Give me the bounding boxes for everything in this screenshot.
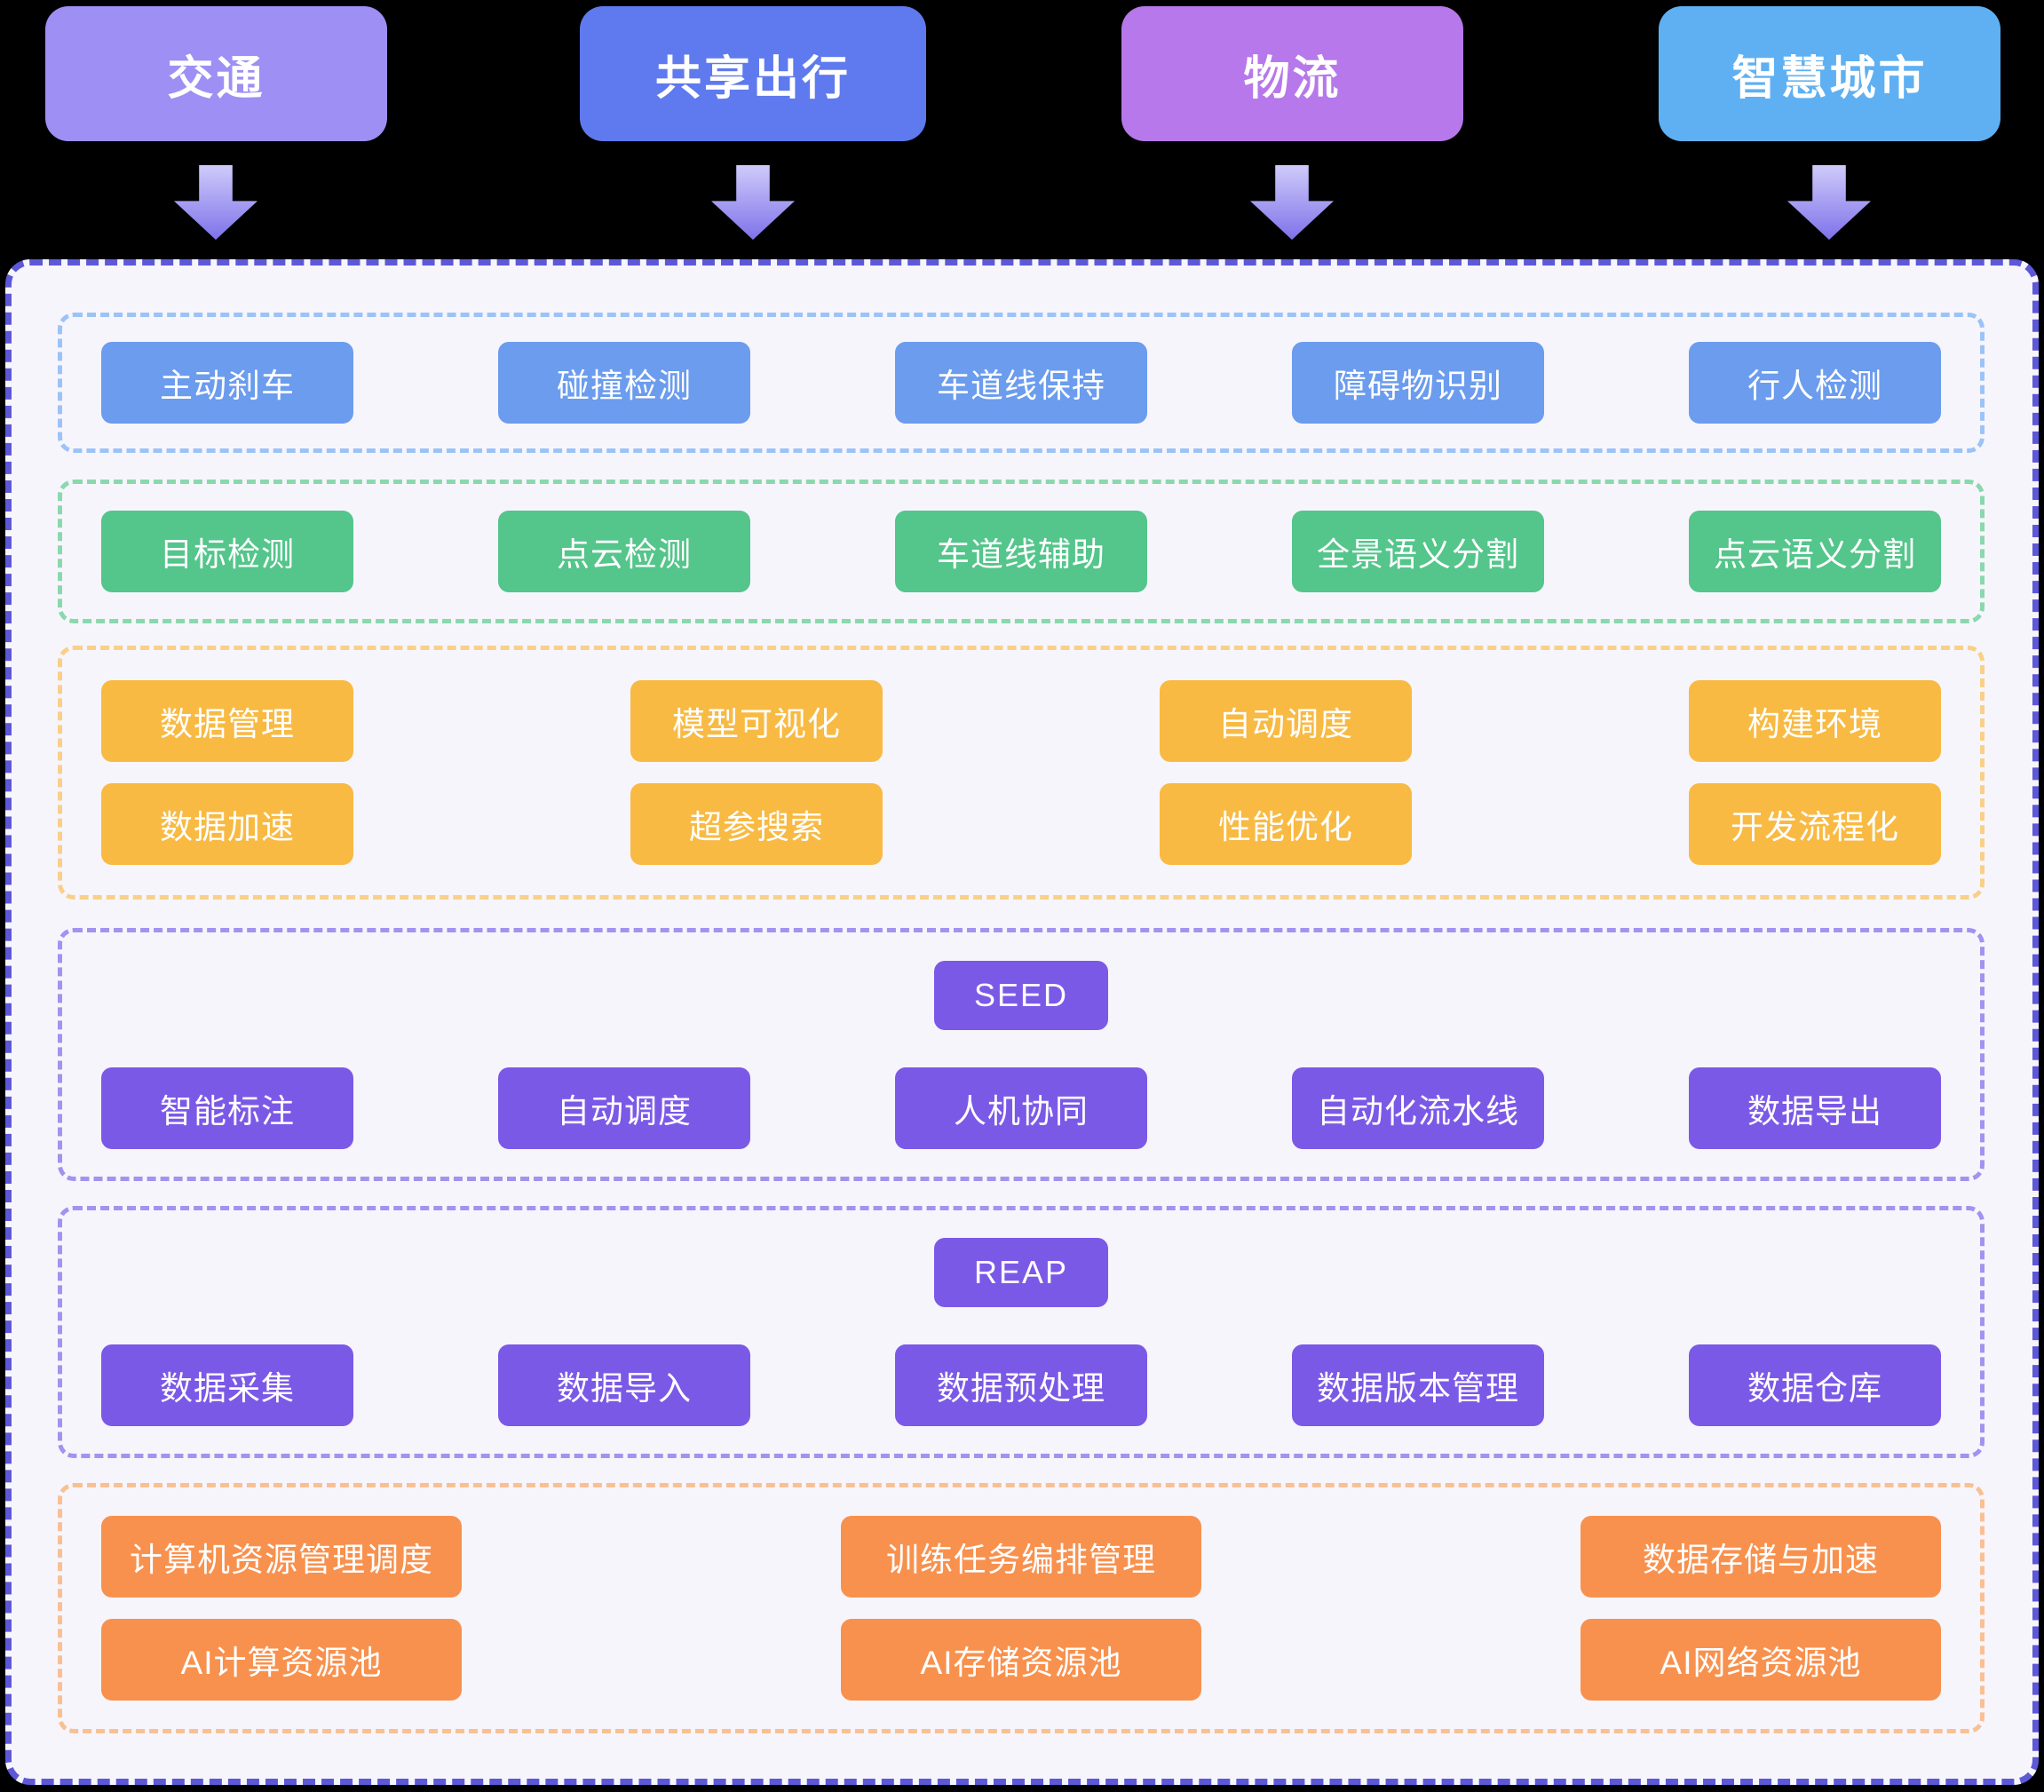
node-pointcloud-segmentation: 点云语义分割 <box>1689 511 1941 592</box>
node-compute-resource-scheduling: 计算机资源管理调度 <box>101 1516 462 1598</box>
platform-rows: 数据管理 模型可视化 自动调度 构建环境 数据加速 超参搜索 性能优化 开发流程… <box>62 650 1980 895</box>
node-performance-optimization: 性能优化 <box>1160 783 1412 865</box>
node-active-braking: 主动刹车 <box>101 342 353 424</box>
down-arrow-icon <box>174 165 257 240</box>
reap-content: REAP 数据采集 数据导入 数据预处理 数据版本管理 数据仓库 <box>62 1210 1980 1454</box>
section-adas-apps: 主动刹车 碰撞检测 车道线保持 障碍物识别 行人检测 <box>58 313 1985 453</box>
node-data-management: 数据管理 <box>101 680 353 762</box>
platform-row-1: 数据管理 模型可视化 自动调度 构建环境 <box>62 680 1980 762</box>
node-data-import: 数据导入 <box>498 1344 750 1426</box>
node-data-storage-acceleration: 数据存储与加速 <box>1581 1516 1941 1598</box>
node-build-environment: 构建环境 <box>1689 680 1941 762</box>
node-automated-pipeline: 自动化流水线 <box>1292 1066 1544 1149</box>
node-data-warehouse: 数据仓库 <box>1689 1344 1941 1426</box>
node-data-acceleration: 数据加速 <box>101 783 353 865</box>
node-collision-detection: 碰撞检测 <box>498 342 750 424</box>
node-pointcloud-detection: 点云检测 <box>498 511 750 592</box>
node-ai-compute-pool: AI计算资源池 <box>101 1619 462 1701</box>
infra-row-1: 计算机资源管理调度 训练任务编排管理 数据存储与加速 <box>62 1516 1980 1598</box>
platform-row-2: 数据加速 超参搜索 性能优化 开发流程化 <box>62 783 1980 865</box>
reap-row: 数据采集 数据导入 数据预处理 数据版本管理 数据仓库 <box>62 1344 1980 1426</box>
node-data-preprocessing: 数据预处理 <box>895 1344 1147 1426</box>
node-training-task-orchestration: 训练任务编排管理 <box>841 1516 1201 1598</box>
down-arrow-icon <box>1250 165 1334 240</box>
adas-row: 主动刹车 碰撞检测 车道线保持 障碍物识别 行人检测 <box>62 317 1980 448</box>
seed-content: SEED 智能标注 自动调度 人机协同 自动化流水线 数据导出 <box>62 932 1980 1177</box>
down-arrow-icon <box>1787 165 1871 240</box>
seed-title-badge: SEED <box>934 960 1108 1030</box>
section-ml-platform: 数据管理 模型可视化 自动调度 构建环境 数据加速 超参搜索 性能优化 开发流程… <box>58 646 1985 900</box>
seed-row: 智能标注 自动调度 人机协同 自动化流水线 数据导出 <box>62 1066 1980 1149</box>
node-data-export: 数据导出 <box>1689 1066 1941 1149</box>
node-lane-assist: 车道线辅助 <box>895 511 1147 592</box>
header-smart-city: 智慧城市 <box>1659 6 2000 141</box>
infra-rows: 计算机资源管理调度 训练任务编排管理 数据存储与加速 AI计算资源池 AI存储资… <box>62 1487 1980 1729</box>
node-human-machine-collab: 人机协同 <box>895 1066 1147 1149</box>
node-pedestrian-detection: 行人检测 <box>1689 342 1941 424</box>
node-model-visualization: 模型可视化 <box>630 680 883 762</box>
node-obstacle-recognition: 障碍物识别 <box>1292 342 1544 424</box>
node-hyperparameter-search: 超参搜索 <box>630 783 883 865</box>
header-logistics: 物流 <box>1121 6 1463 141</box>
header-traffic: 交通 <box>45 6 387 141</box>
reap-title-badge: REAP <box>934 1238 1108 1307</box>
header-shared-mobility: 共享出行 <box>580 6 926 141</box>
node-ai-storage-pool: AI存储资源池 <box>841 1619 1201 1701</box>
node-ai-network-pool: AI网络资源池 <box>1581 1619 1941 1701</box>
section-perception-algos: 目标检测 点云检测 车道线辅助 全景语义分割 点云语义分割 <box>58 480 1985 623</box>
perception-row: 目标检测 点云检测 车道线辅助 全景语义分割 点云语义分割 <box>62 484 1980 619</box>
node-data-collection: 数据采集 <box>101 1344 353 1426</box>
node-lane-keeping: 车道线保持 <box>895 342 1147 424</box>
node-auto-scheduling-seed: 自动调度 <box>498 1066 750 1149</box>
node-dev-pipeline: 开发流程化 <box>1689 783 1941 865</box>
node-data-versioning: 数据版本管理 <box>1292 1344 1544 1426</box>
platform-container: 主动刹车 碰撞检测 车道线保持 障碍物识别 行人检测 目标检测 点云检测 车道线… <box>5 259 2039 1785</box>
infra-row-2: AI计算资源池 AI存储资源池 AI网络资源池 <box>62 1619 1980 1701</box>
section-reap: REAP 数据采集 数据导入 数据预处理 数据版本管理 数据仓库 <box>58 1206 1985 1458</box>
section-seed: SEED 智能标注 自动调度 人机协同 自动化流水线 数据导出 <box>58 928 1985 1181</box>
node-panoptic-segmentation: 全景语义分割 <box>1292 511 1544 592</box>
section-infrastructure: 计算机资源管理调度 训练任务编排管理 数据存储与加速 AI计算资源池 AI存储资… <box>58 1483 1985 1733</box>
node-auto-scheduling: 自动调度 <box>1160 680 1412 762</box>
node-object-detection: 目标检测 <box>101 511 353 592</box>
node-smart-labeling: 智能标注 <box>101 1066 353 1149</box>
down-arrow-icon <box>711 165 795 240</box>
